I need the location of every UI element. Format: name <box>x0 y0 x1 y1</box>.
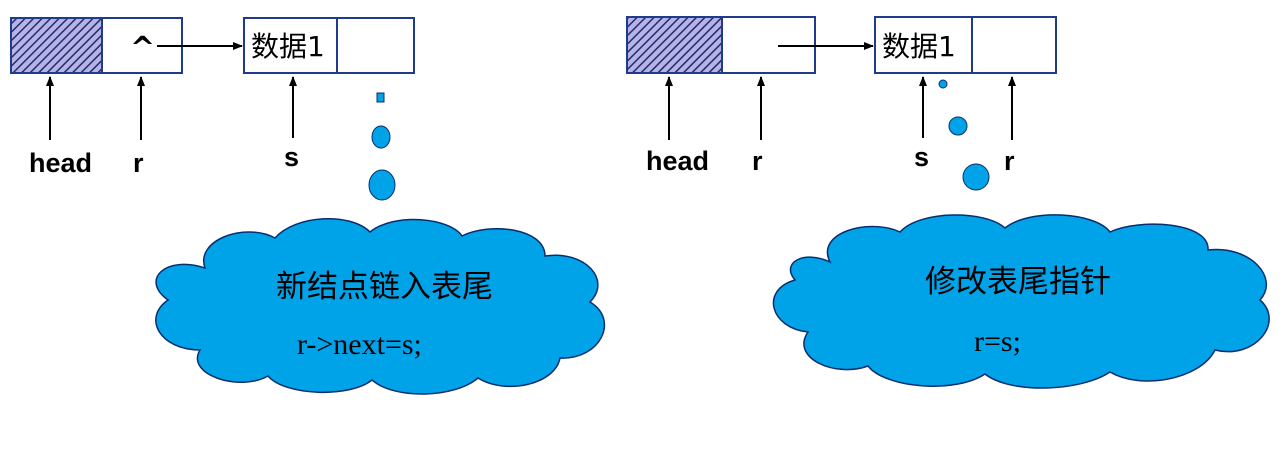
right-data-node: 数据1 <box>874 16 1057 74</box>
right-data-text: 数据1 <box>882 30 956 63</box>
left-head-data-cell <box>10 17 103 74</box>
left-head-label: head <box>29 148 92 178</box>
left-r-label: r <box>133 148 144 178</box>
left-data-node: 数据1 <box>243 17 415 74</box>
left-data-text: 数据1 <box>251 30 325 63</box>
left-head-node: ^ <box>10 17 183 74</box>
right-data-cell <box>874 16 973 74</box>
right-r1-label: r <box>752 146 763 176</box>
left-cloud-title: 新结点链入表尾 <box>276 269 493 305</box>
left-bubble-medium <box>371 125 391 149</box>
right-bubble-small <box>938 79 948 89</box>
right-head-label: head <box>646 146 709 176</box>
left-cloud <box>155 217 606 395</box>
right-head-node <box>626 16 816 74</box>
right-cloud-code: r=s; <box>974 325 1021 358</box>
left-bubble-large <box>368 169 396 201</box>
left-data-cell <box>243 17 338 74</box>
right-data-next-cell <box>971 16 1057 74</box>
right-cloud-title: 修改表尾指针 <box>925 264 1111 300</box>
right-cloud <box>772 214 1270 389</box>
right-head-data-cell <box>626 16 723 74</box>
left-null-symbol: ^ <box>130 31 155 66</box>
right-r2-label: r <box>1004 146 1015 176</box>
right-s-label: s <box>914 142 929 172</box>
left-data-next-cell <box>336 17 415 74</box>
left-panel: ^ 数据1 head r s 新结点链入表尾 r->next=s; <box>10 17 606 395</box>
left-cloud-code: r->next=s; <box>297 328 422 361</box>
right-panel: 数据1 head r s r 修改表尾指针 r=s; <box>626 16 1270 389</box>
right-bubble-large <box>962 163 990 191</box>
left-s-label: s <box>284 142 299 172</box>
left-bubble-small <box>376 92 385 103</box>
right-bubble-medium <box>948 116 968 136</box>
